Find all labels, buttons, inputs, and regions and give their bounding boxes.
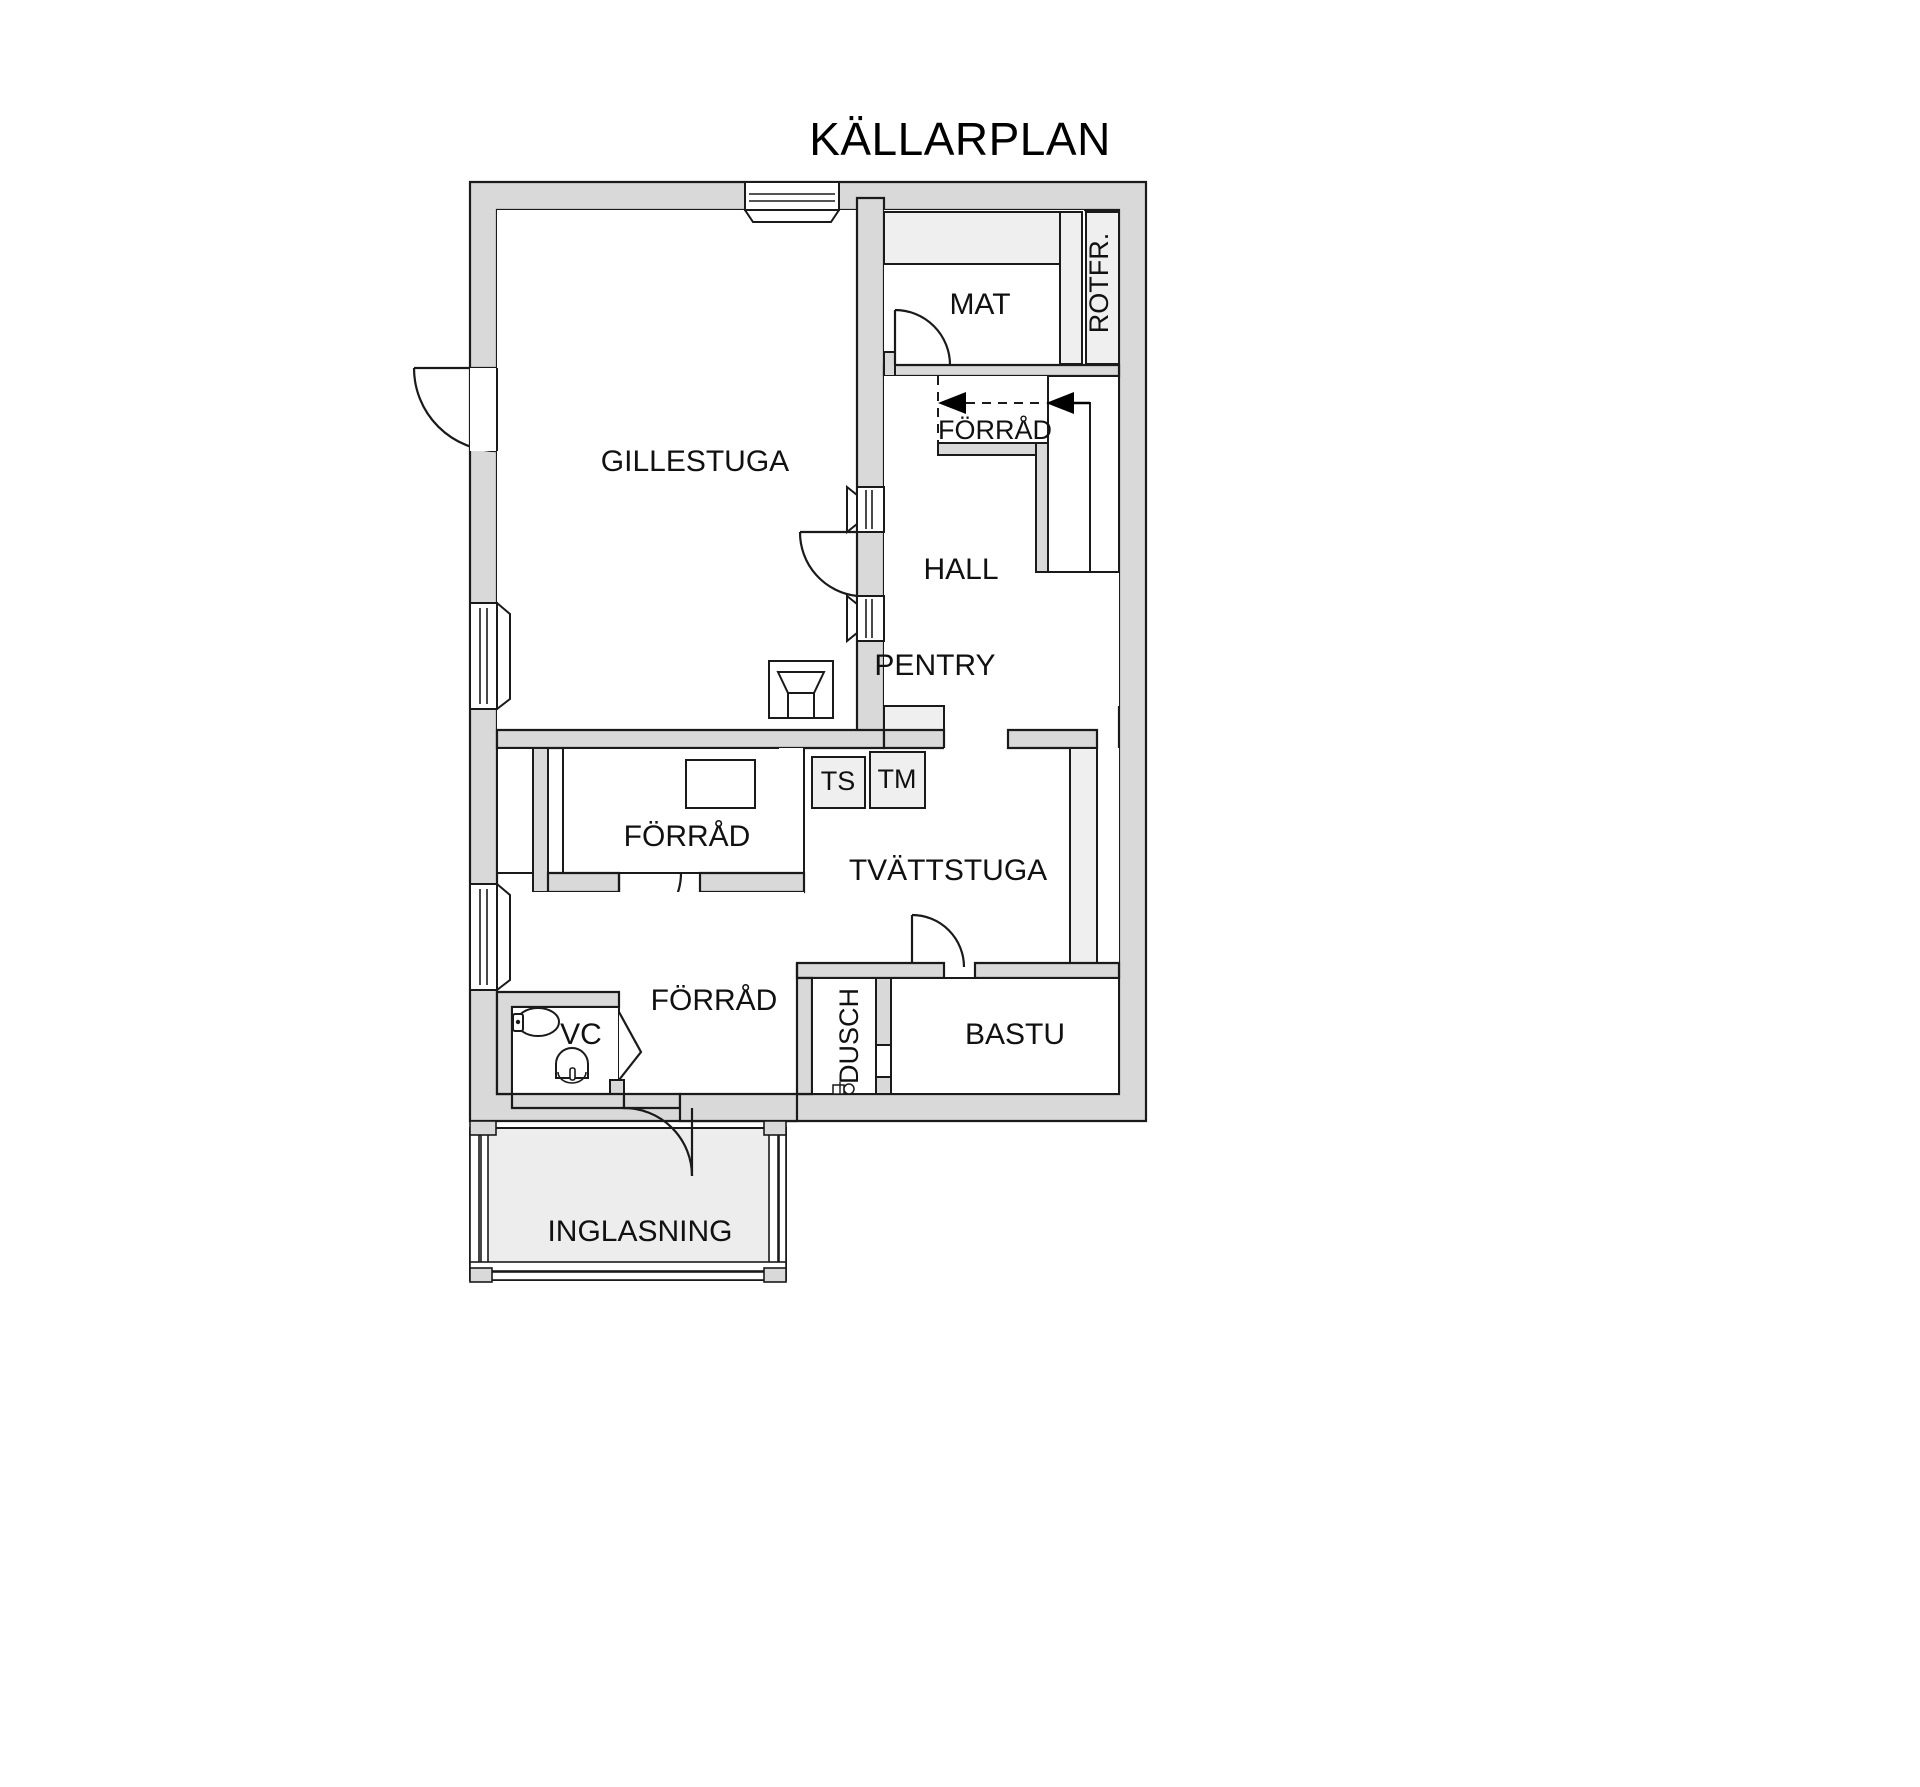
window-north [743,181,841,223]
appliance-label-ts: TS [821,766,856,796]
door-gillestuga-exterior [412,366,498,453]
room-mat [882,210,1121,378]
appliance-ts [811,756,866,809]
door-bastu [910,913,966,968]
window-west-upper [469,600,511,712]
appliance-tm [869,751,926,809]
room-label-forrad-lower: FÖRRÅD [651,984,778,1017]
interior-wall-midhorizontal [495,728,946,750]
appliance-label-tm: TM [878,764,917,794]
room-forrad-upper [496,747,806,894]
room-label-pentry: PENTRY [874,649,995,682]
staircase [1035,375,1120,573]
room-label-mat: MAT [949,288,1010,321]
fireplace-niche [768,660,834,719]
stair-direction-arrow-right [1046,392,1090,414]
door-inglasning [623,1106,694,1177]
shower-fixture [832,1082,855,1095]
room-dusch-bastu [795,961,1121,1096]
window-hall-lower [846,593,885,644]
room-label-hall: HALL [923,553,998,586]
window-west-lower [469,881,511,993]
door-gillestuga-hall [798,530,858,598]
room-label-forrad-hall: FÖRRÅD [938,414,1052,445]
stair-direction-arrow-left [938,392,966,414]
room-inglasning [469,1120,787,1283]
room-label-inglasning: INGLASNING [547,1215,732,1248]
room-label-dusch: DUSCH [834,988,864,1084]
room-gillestuga [497,210,857,730]
toilet-fixture [512,1007,560,1037]
room-label-bastu: BASTU [965,1018,1065,1051]
window-hall-upper [846,484,885,535]
page-title: KÄLLARPLAN [809,113,1111,165]
room-label-vc: VC [560,1018,602,1051]
room-label-tvattstuga: TVÄTTSTUGA [849,854,1047,887]
washbasin-fixture [555,1047,589,1084]
door-mat [893,308,952,366]
room-label-gillestuga: GILLESTUGA [601,445,789,478]
room-tvattstuga [944,728,1119,964]
room-label-forrad-upper: FÖRRÅD [624,820,751,853]
wall-south-forrad [622,1092,799,1123]
room-label-rotfr: ROTFR. [1084,233,1114,334]
